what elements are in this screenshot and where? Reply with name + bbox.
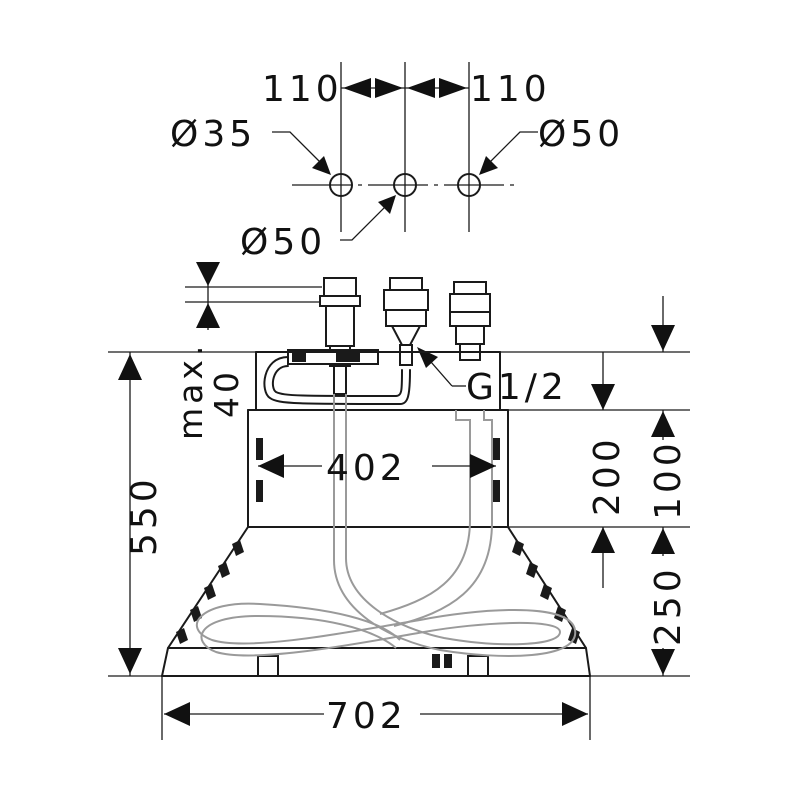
arrow-icon: [470, 454, 496, 478]
installation-depth-dimension: max. 40: [171, 262, 322, 440]
arrow-icon: [118, 354, 142, 380]
valve-assembly: [287, 277, 491, 395]
cone-rib: [204, 584, 216, 600]
housing-foot: [257, 655, 279, 677]
inner-width-label: 402: [326, 448, 407, 489]
leader-right: [483, 131, 538, 169]
upper-offset-label: 100: [648, 439, 689, 520]
upper-height-dimension: 200: [587, 352, 628, 588]
overall-height-dimension: 550: [108, 351, 256, 677]
leader-left: [272, 131, 327, 169]
arrow-icon: [375, 78, 403, 98]
arrow-icon: [196, 262, 220, 286]
hose-upper-loop-outer: [263, 356, 411, 405]
hose-hidden-outer: [195, 394, 577, 657]
collar-clip: [493, 438, 500, 460]
arrow-icon: [378, 195, 396, 214]
arrow-icon: [196, 303, 220, 328]
cone-rib: [512, 540, 524, 556]
arrow-icon: [312, 156, 331, 175]
hole-right-diameter-label: Ø50: [538, 114, 624, 155]
leader-center: [340, 201, 391, 241]
hose-upper-loop-inner: [271, 365, 403, 397]
cone-rib: [218, 562, 230, 578]
hole-pattern: 110 110 Ø35 Ø50 Ø50: [170, 62, 624, 263]
pipe-fitting: [336, 352, 360, 362]
hole-left: [329, 173, 353, 197]
overall-width-label: 702: [326, 696, 407, 737]
right-stack-dimension: 100 250: [648, 296, 689, 676]
right-valve-body: [449, 293, 491, 313]
arrow-icon: [591, 527, 615, 553]
cone-rib: [540, 584, 552, 600]
hose-hidden-inner: [200, 394, 562, 657]
arrow-icon: [118, 648, 142, 674]
hole-center: [393, 173, 417, 197]
right-valve-ring: [449, 311, 491, 327]
right-valve-lower: [455, 325, 485, 345]
arrow-icon: [258, 454, 284, 478]
max-value-label: 40: [207, 368, 246, 418]
arrow-icon: [407, 78, 435, 98]
center-valve-cone: [390, 325, 422, 346]
hole-center-diameter-label: Ø50: [240, 222, 326, 263]
spacing-left-label: 110: [262, 69, 343, 110]
hole-left-diameter-label: Ø35: [170, 114, 256, 155]
thread-callout: G1/2: [417, 347, 568, 408]
base-fitting: [432, 654, 440, 668]
base-fitting: [444, 654, 452, 668]
collar-clip: [493, 480, 500, 502]
spacing-right-label: 110: [470, 69, 551, 110]
collar-clip: [256, 480, 263, 502]
left-valve-ring: [319, 295, 361, 307]
housing-left-wall: [247, 351, 257, 528]
right-valve-cap: [453, 281, 487, 295]
overall-height-label: 550: [124, 475, 165, 556]
cone-rib: [176, 628, 188, 644]
lower-height-label: 250: [648, 565, 689, 646]
housing-foot: [467, 655, 489, 677]
hose: [195, 356, 577, 657]
cone-rib: [232, 540, 244, 556]
hole-right: [457, 173, 481, 197]
collar-clip: [256, 438, 263, 460]
hose-right-riser: [379, 410, 471, 615]
center-valve-cap: [389, 277, 423, 291]
arrow-icon: [562, 702, 588, 726]
max-label: max.: [171, 342, 210, 440]
arrow-icon: [439, 78, 467, 98]
inner-width-dimension: 402: [258, 448, 496, 489]
cone-rib: [526, 562, 538, 578]
left-valve-cap: [323, 277, 357, 297]
cone-rib: [190, 606, 202, 622]
arrow-icon: [164, 702, 190, 726]
cone-rib: [554, 606, 566, 622]
overall-width-dimension: 702: [161, 676, 591, 740]
arrow-icon: [417, 347, 438, 368]
left-valve-stem: [333, 365, 347, 395]
hose-right-riser-inner: [393, 410, 493, 627]
arrow-icon: [651, 528, 675, 554]
arrow-icon: [651, 325, 675, 351]
housing: [161, 351, 591, 677]
center-valve-body: [383, 289, 429, 311]
center-valve-ring: [385, 309, 427, 327]
arrow-icon: [591, 384, 615, 410]
arrow-icon: [343, 78, 371, 98]
arrow-icon: [479, 156, 498, 175]
arrow-icon: [651, 411, 675, 437]
right-extension-lines: [500, 351, 690, 677]
thread-label: G1/2: [466, 367, 568, 408]
arrow-icon: [651, 649, 675, 675]
upper-height-label: 200: [587, 435, 628, 516]
left-valve-body: [325, 305, 355, 347]
center-valve-stem: [399, 344, 413, 366]
pipe-fitting: [292, 352, 306, 362]
